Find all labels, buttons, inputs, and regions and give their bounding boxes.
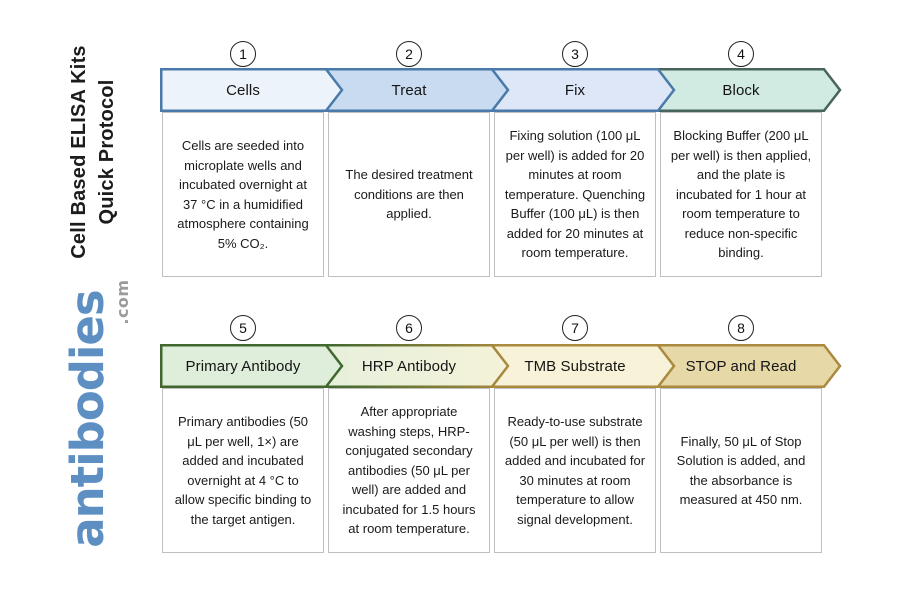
page-title: Cell Based ELISA Kits Quick Protocol bbox=[65, 32, 121, 272]
step-2-number: 2 bbox=[405, 46, 413, 62]
chevron-row-2 bbox=[160, 344, 842, 388]
step-1-description: Cells are seeded into microplate wells a… bbox=[162, 112, 324, 277]
step-6-title: HRP Antibody bbox=[361, 357, 457, 375]
step-8-badge: 8 bbox=[728, 315, 754, 341]
page-title-line1: Cell Based ELISA Kits bbox=[68, 45, 90, 259]
step-8-number: 8 bbox=[737, 320, 745, 336]
chevron-shape-primary-antibody bbox=[160, 344, 344, 388]
step-3-description-text: Fixing solution (100 μL per well) is add… bbox=[504, 128, 646, 261]
step-4-description-text: Blocking Buffer (200 μL per well) is the… bbox=[670, 128, 812, 261]
step-2-description-text: The desired treatment conditions are the… bbox=[345, 167, 473, 222]
step-8-title: STOP and Read bbox=[685, 357, 797, 375]
step-1-description-text: Cells are seeded into microplate wells a… bbox=[177, 138, 309, 251]
step-5-description: Primary antibodies (50 μL per well, 1×) … bbox=[162, 388, 324, 553]
step-5-description-text: Primary antibodies (50 μL per well, 1×) … bbox=[174, 414, 312, 527]
step-7-number: 7 bbox=[571, 320, 579, 336]
chevron-row-1 bbox=[160, 68, 842, 112]
step-7-title: TMB Substrate bbox=[524, 357, 626, 375]
page-title-line2: Quick Protocol bbox=[96, 79, 118, 225]
step-1-badge: 1 bbox=[230, 41, 256, 67]
step-5-badge: 5 bbox=[230, 315, 256, 341]
step-1-number: 1 bbox=[239, 46, 247, 62]
step-3-badge: 3 bbox=[562, 41, 588, 67]
step-4-description: Blocking Buffer (200 μL per well) is the… bbox=[660, 112, 822, 277]
step-7-badge: 7 bbox=[562, 315, 588, 341]
step-2-badge: 2 bbox=[396, 41, 422, 67]
step-6-number: 6 bbox=[405, 320, 413, 336]
step-7-description: Ready-to-use substrate (50 μL per well) … bbox=[494, 388, 656, 553]
step-6-badge: 6 bbox=[396, 315, 422, 341]
step-7-description-text: Ready-to-use substrate (50 μL per well) … bbox=[504, 414, 646, 527]
step-6-description-text: After appropriate washing steps, HRP-con… bbox=[342, 404, 476, 537]
step-2-description: The desired treatment conditions are the… bbox=[328, 112, 490, 277]
brand-logo: antibodies bbox=[61, 290, 114, 548]
step-5-title: Primary Antibody bbox=[185, 357, 301, 375]
step-3-description: Fixing solution (100 μL per well) is add… bbox=[494, 112, 656, 277]
step-3-number: 3 bbox=[571, 46, 579, 62]
step-5-number: 5 bbox=[239, 320, 247, 336]
step-1-title: Cells bbox=[226, 81, 260, 99]
step-4-badge: 4 bbox=[728, 41, 754, 67]
step-8-description: Finally, 50 μL of Stop Solution is added… bbox=[660, 388, 822, 553]
step-4-number: 4 bbox=[737, 46, 745, 62]
brand-logo-tld: .com bbox=[113, 279, 132, 325]
step-6-description: After appropriate washing steps, HRP-con… bbox=[328, 388, 490, 553]
step-2-title: Treat bbox=[391, 81, 427, 99]
step-3-title: Fix bbox=[564, 81, 586, 99]
step-8-description-text: Finally, 50 μL of Stop Solution is added… bbox=[676, 433, 806, 508]
step-4-title: Block bbox=[722, 81, 760, 99]
chevron-shape-cells bbox=[160, 68, 344, 112]
